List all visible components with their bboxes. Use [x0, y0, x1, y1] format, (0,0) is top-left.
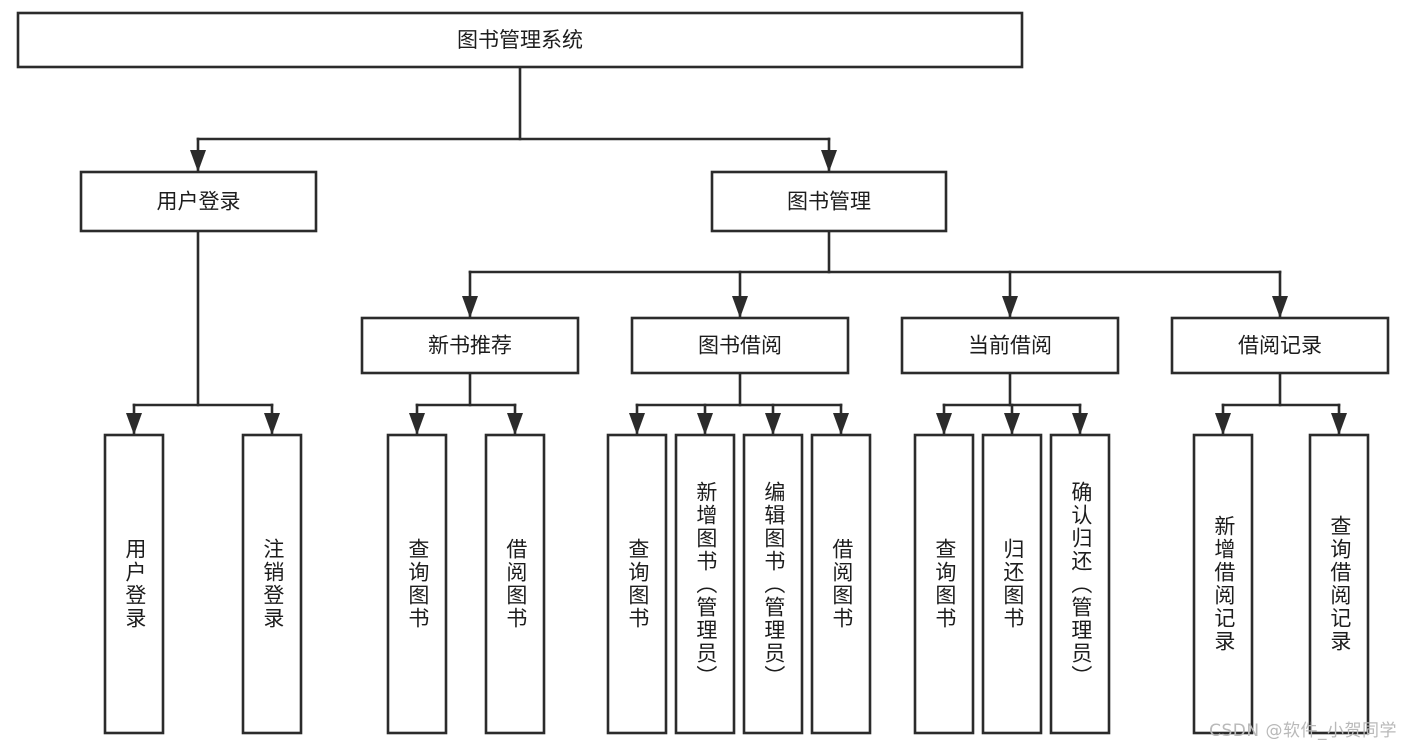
node-level3-3[interactable] — [1170, 316, 1390, 375]
node-leaf-3[interactable] — [484, 433, 546, 735]
connector-layer — [126, 65, 1347, 435]
node-leaf-7[interactable] — [810, 433, 872, 735]
node-level2-1[interactable] — [710, 170, 948, 233]
node-leaf-4[interactable] — [606, 433, 668, 735]
node-root-label: 图书管理系统 — [457, 28, 583, 52]
arrowhead-icon — [833, 413, 849, 435]
node-leaf-11[interactable] — [1192, 433, 1254, 735]
arrowhead-icon — [697, 413, 713, 435]
node-level3-0[interactable] — [360, 316, 580, 375]
node-level2-0[interactable] — [79, 170, 318, 233]
arrowhead-icon — [190, 150, 206, 172]
arrowhead-icon — [732, 296, 748, 318]
arrowhead-icon — [409, 413, 425, 435]
node-leaf-6[interactable] — [742, 433, 804, 735]
node-leaf-8[interactable] — [913, 433, 975, 735]
arrowhead-icon — [462, 296, 478, 318]
arrowhead-icon — [936, 413, 952, 435]
arrowhead-icon — [1331, 413, 1347, 435]
node-level3-label-0: 新书推荐 — [428, 334, 512, 358]
box-layer — [16, 11, 1390, 735]
node-level2-label-1: 图书管理 — [787, 190, 871, 214]
arrowhead-icon — [765, 413, 781, 435]
arrowhead-icon — [1004, 413, 1020, 435]
node-root[interactable] — [16, 11, 1024, 69]
arrowhead-icon — [507, 413, 523, 435]
arrowhead-icon — [1072, 413, 1088, 435]
node-leaf-10[interactable] — [1049, 433, 1111, 735]
arrowhead-icon — [1272, 296, 1288, 318]
node-level3-1[interactable] — [630, 316, 850, 375]
node-leaf-12[interactable] — [1308, 433, 1370, 735]
arrowhead-icon — [821, 150, 837, 172]
arrowhead-icon — [264, 413, 280, 435]
node-leaf-1[interactable] — [241, 433, 303, 735]
node-level3-label-3: 借阅记录 — [1238, 334, 1322, 358]
node-leaf-0[interactable] — [103, 433, 165, 735]
node-level3-2[interactable] — [900, 316, 1120, 375]
node-level3-label-2: 当前借阅 — [968, 334, 1052, 358]
node-leaf-5[interactable] — [674, 433, 736, 735]
arrowhead-icon — [629, 413, 645, 435]
arrowhead-icon — [1002, 296, 1018, 318]
arrowhead-icon — [126, 413, 142, 435]
node-level2-label-0: 用户登录 — [157, 190, 241, 214]
arrowhead-icon — [1215, 413, 1231, 435]
watermark-text: CSDN @软件_小贺同学 — [1209, 721, 1397, 741]
node-level3-label-1: 图书借阅 — [698, 334, 782, 358]
node-leaf-9[interactable] — [981, 433, 1043, 735]
node-leaf-2[interactable] — [386, 433, 448, 735]
